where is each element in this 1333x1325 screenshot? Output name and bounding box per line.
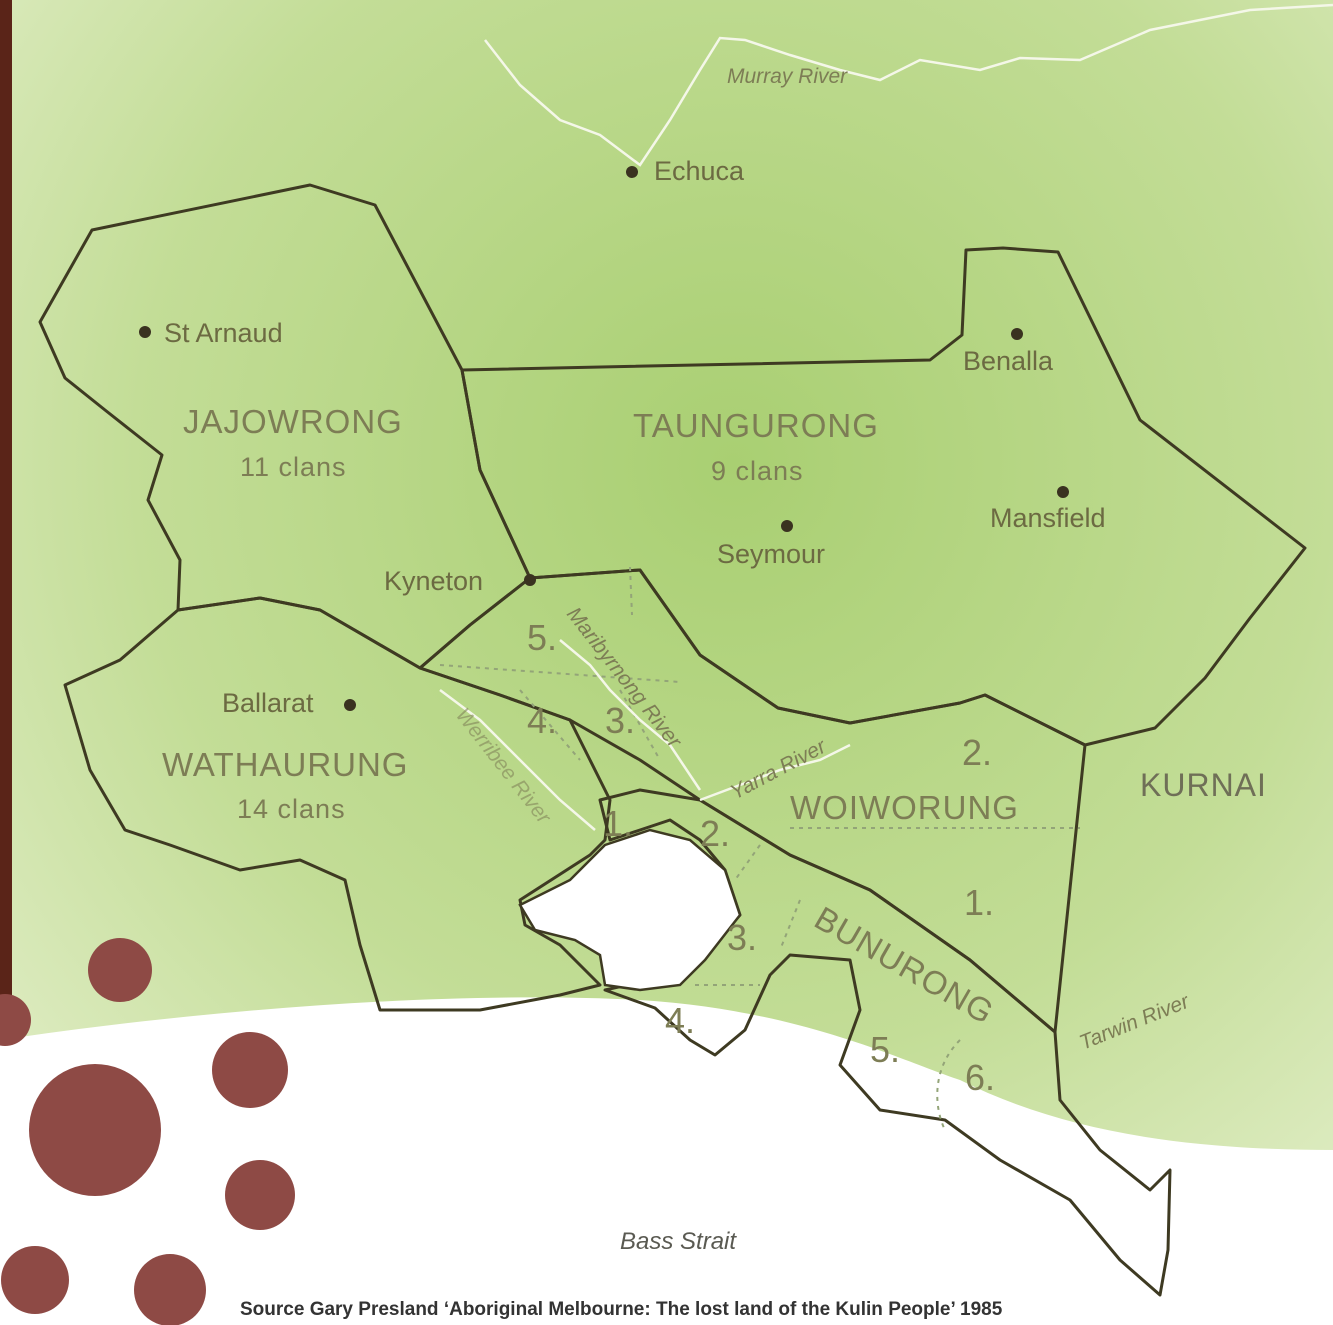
st-arnaud-dot [139, 326, 151, 338]
region-label-jajowrong: JAJOWRONG [183, 403, 403, 440]
bunurong-clan-4: 4. [665, 1000, 695, 1041]
river-label-murray: Murray River [727, 65, 848, 88]
region-clans-wathaurung: 14 clans [237, 794, 346, 824]
woiworung-clan-1: 1. [964, 882, 994, 923]
woiworung-clan-4: 4. [527, 700, 557, 741]
left-border-strip [0, 0, 12, 1325]
region-label-woiworung: WOIWORUNG [790, 789, 1019, 826]
bunurong-clan-5: 5. [870, 1029, 900, 1070]
kyneton-dot [524, 574, 536, 586]
clan-boundaries [439, 566, 1080, 1131]
town-label-mansfield: Mansfield [990, 503, 1106, 533]
town-label-echuca: Echuca [654, 156, 745, 186]
region-clans-taungurong: 9 clans [711, 456, 804, 486]
town-label-kyneton: Kyneton [384, 566, 483, 596]
maribyrnong-river-line [559, 639, 702, 791]
sea-label-bass-strait: Bass Strait [620, 1228, 737, 1255]
woiworung-clan-5: 5. [527, 617, 557, 658]
ballarat-dot [344, 699, 356, 711]
town-dots [139, 166, 1069, 711]
werribee-river-line [439, 689, 596, 831]
bunurong-clan-2: 2. [700, 813, 730, 854]
murray-river-line [484, 3, 1333, 167]
region-label-taungurong: TAUNGURONG [633, 407, 879, 444]
decorative-dots [0, 938, 295, 1325]
port-phillip-bay [518, 828, 742, 992]
town-label-seymour: Seymour [717, 539, 825, 569]
town-label-st-arnaud: St Arnaud [164, 318, 283, 348]
rivers [439, 3, 1333, 831]
bunurong-clan-6: 6. [965, 1057, 995, 1098]
region-label-wathaurung: WATHAURUNG [162, 746, 408, 783]
region-label-kurnai: KURNAI [1140, 767, 1267, 803]
seymour-dot [781, 520, 793, 532]
bunurong-clan-3: 3. [727, 917, 757, 958]
town-label-ballarat: Ballarat [222, 688, 314, 718]
benalla-dot [1011, 328, 1023, 340]
woiworung-clan-2: 2. [962, 732, 992, 773]
woiworung-clan-3: 3. [605, 700, 635, 741]
yarra-river-line [699, 743, 851, 802]
sea-area [0, 997, 1333, 1325]
region-wathaurung-area [63, 596, 612, 1012]
region-woiworung-area [418, 568, 1087, 1034]
town-label-benalla: Benalla [963, 346, 1054, 376]
region-clans-jajowrong: 11 clans [240, 452, 347, 482]
mansfield-dot [1057, 486, 1069, 498]
echuca-dot [626, 166, 638, 178]
bunurong-clan-1: 1. [603, 803, 633, 844]
source-caption: Source Gary Presland ‘Aboriginal Melbour… [240, 1299, 1003, 1320]
